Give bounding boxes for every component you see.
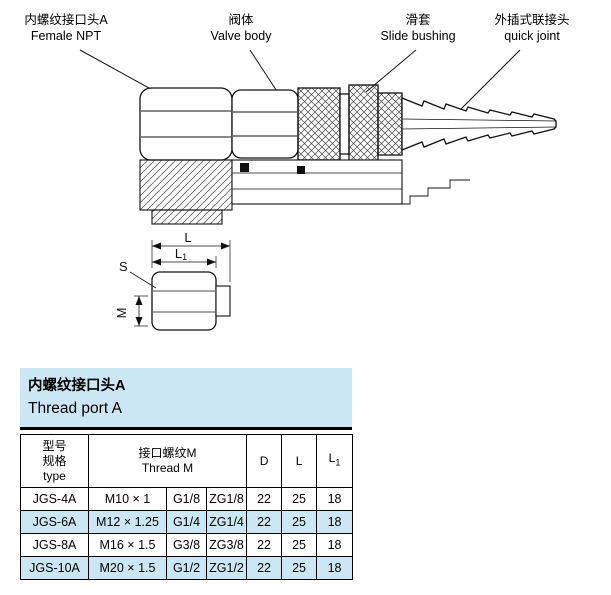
table-row: JGS-8A M16 × 1.5 G3/8 ZG3/8 22 25 18 [20, 533, 354, 557]
dim-label-L: L [184, 230, 191, 245]
section-nut-hatch [139, 159, 233, 211]
leader-quick-joint [457, 49, 521, 113]
col-header-l1-sub: 1 [335, 457, 341, 468]
cell-thread-g: G3/8 [166, 533, 207, 557]
col-header-type-zh2: 规格 [42, 453, 67, 468]
col-header-thread-en: Thread M [141, 461, 194, 475]
col-header-type: 型号 规格 type [20, 434, 89, 488]
cell-l: 25 [281, 510, 318, 534]
cell-d: 22 [246, 510, 283, 534]
callout-female-npt-zh: 内螺纹接口头A [24, 13, 108, 27]
section-view [139, 159, 470, 225]
dim-nut [151, 271, 217, 331]
table-row: JGS-10A M20 × 1.5 G1/2 ZG1/2 22 25 18 [20, 556, 354, 580]
table-title-zh: 内螺纹接口头A [28, 378, 126, 394]
col-header-type-en: type [43, 468, 66, 483]
cell-type: JGS-8A [20, 533, 89, 557]
cell-thread-zg: ZG1/8 [205, 487, 248, 511]
callout-female-npt-en: Female NPT [30, 29, 102, 43]
callout-slide-bushing: 滑套 Slide bushing [372, 12, 464, 44]
col-header-d: D [246, 434, 283, 488]
callout-valve-body-en: Valve body [210, 29, 272, 43]
cell-l: 25 [281, 487, 318, 511]
cell-d: 22 [246, 533, 283, 557]
dim-label-L1: L1 [175, 246, 187, 262]
cell-l: 25 [281, 556, 318, 580]
cell-l1: 18 [316, 533, 354, 557]
cell-thread-m: M10 × 1 [88, 487, 167, 511]
col-header-l1: L1 [316, 434, 354, 488]
seal-1 [240, 163, 249, 172]
callout-slide-bushing-en: Slide bushing [380, 29, 456, 43]
dimension-drawing [129, 240, 231, 331]
cell-l1: 18 [316, 510, 354, 534]
leader-S [129, 271, 157, 289]
cell-thread-m: M20 × 1.5 [88, 556, 167, 580]
hose-barb [401, 97, 557, 151]
header-row: 型号 规格 type 接口螺纹M Thread M D L L1 [20, 434, 354, 488]
collar [339, 93, 350, 155]
female-npt-nut [139, 87, 233, 161]
table-title: 内螺纹接口头A Thread port A [20, 368, 352, 430]
cell-thread-g: G1/8 [166, 487, 207, 511]
col-header-type-zh1: 型号 [42, 438, 67, 453]
spec-table: 型号 规格 type 接口螺纹M Thread M D L L1 JGS-4A [20, 434, 354, 580]
cell-thread-zg: ZG3/8 [205, 533, 248, 557]
col-header-thread: 接口螺纹M Thread M [87, 434, 248, 488]
cell-type: JGS-10A [20, 556, 89, 580]
technical-drawing: L L1 S M [79, 49, 557, 331]
col-header-l: L [281, 434, 318, 488]
cell-thread-g: G1/4 [166, 510, 207, 534]
spec-section: 内螺纹接口头A Thread port A 型号 规格 type 接口螺纹M T… [20, 368, 354, 580]
knurled-band-2 [377, 92, 403, 156]
cell-l1: 18 [316, 556, 354, 580]
callout-valve-body: 阀体 Valve body [200, 12, 282, 44]
callout-quick-joint-zh: 外插式联接头 [494, 13, 570, 27]
valve-body-hex [231, 89, 299, 159]
dim-stub [215, 285, 231, 317]
callout-slide-bushing-zh: 滑套 [405, 13, 431, 27]
knurled-band [297, 87, 341, 161]
cell-d: 22 [246, 556, 283, 580]
slide-bushing-ring [348, 84, 379, 164]
table-title-en: Thread port A [28, 400, 122, 417]
seal-2 [297, 166, 305, 174]
cell-d: 22 [246, 487, 283, 511]
table-row: JGS-4A M10 × 1 G1/8 ZG1/8 22 25 18 [20, 487, 354, 511]
callout-female-npt: 内螺纹接口头A Female NPT [6, 12, 126, 44]
cell-thread-zg: ZG1/4 [205, 510, 248, 534]
section-steps [402, 179, 470, 205]
section-body [231, 159, 403, 205]
cell-type: JGS-4A [20, 487, 89, 511]
cell-l: 25 [281, 533, 318, 557]
callout-quick-joint: 外插式联接头 quick joint [478, 12, 586, 44]
dimension-labels: L L1 S M [114, 230, 192, 318]
table-row: JGS-6A M12 × 1.25 G1/4 ZG1/4 22 25 18 [20, 510, 354, 534]
callout-quick-joint-en: quick joint [504, 29, 560, 43]
col-header-l1-main: L [328, 451, 336, 466]
callout-valve-body-zh: 阀体 [228, 13, 254, 27]
cell-thread-g: G1/2 [166, 556, 207, 580]
col-header-thread-zh: 接口螺纹M [138, 446, 197, 460]
cell-thread-m: M12 × 1.25 [88, 510, 167, 534]
cell-thread-m: M16 × 1.5 [88, 533, 167, 557]
cell-type: JGS-6A [20, 510, 89, 534]
dim-label-M: M [114, 308, 129, 319]
cell-l1: 18 [316, 487, 354, 511]
dim-label-S: S [119, 259, 128, 274]
section-step-hatch [151, 209, 223, 225]
fitting-assembly [139, 84, 557, 164]
cell-thread-zg: ZG1/2 [205, 556, 248, 580]
